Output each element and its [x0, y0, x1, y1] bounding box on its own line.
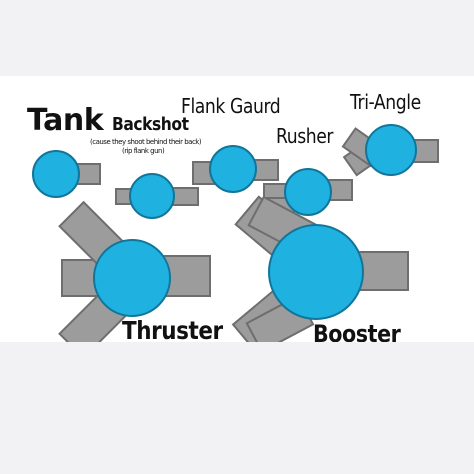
tanks-drawing: [32, 124, 439, 342]
label-tri-angle: Tri-Angle: [350, 90, 421, 114]
backshot-body: [129, 173, 175, 219]
label-thruster: Thruster: [122, 316, 223, 342]
booster-body: [268, 224, 364, 320]
tank-backshot: [115, 173, 199, 219]
tank-body: [32, 150, 80, 198]
tank-flank-gaurd: [192, 145, 279, 193]
label-backshot-note-1: (cause they shoot behind their back): [90, 138, 202, 146]
flank-gaurd-body: [209, 145, 257, 193]
label-booster: Booster: [313, 320, 401, 342]
label-tank: Tank: [27, 103, 104, 138]
label-flank-gaurd: Flank Gaurd: [181, 94, 281, 118]
label-backshot: Backshot: [112, 114, 189, 135]
rusher-body: [284, 168, 332, 216]
tank-tri-angle: [341, 124, 439, 177]
thruster-body: [93, 239, 171, 317]
tank-thruster: [58, 200, 211, 342]
tank-booster: [231, 195, 409, 342]
tri-angle-body: [365, 124, 417, 176]
tank-showcase-canvas: Tank Backshot (cause they shoot behind t…: [0, 76, 474, 342]
tank-basic: [32, 150, 101, 198]
label-rusher: Rusher: [276, 124, 334, 148]
label-backshot-note-2: (rip flank gun): [122, 147, 165, 155]
